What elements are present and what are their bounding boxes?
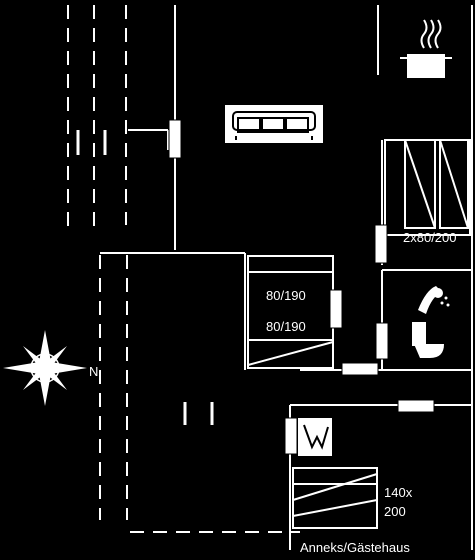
compass-rose-icon (3, 330, 87, 406)
door-markers (168, 119, 435, 455)
stove-pot-icon (400, 19, 452, 78)
toilet-icon (412, 322, 444, 358)
double-bed-frame (384, 139, 471, 236)
annex-caption: Anneks/Gästehaus (300, 540, 410, 555)
annex-bed-size-label-line1: 140x (384, 485, 413, 500)
single-bed-size-label-upper: 80/190 (266, 288, 306, 303)
dashed-wall-lines (67, 5, 300, 533)
single-bed-size-label-lower: 80/190 (266, 319, 306, 334)
single-bed-frames (247, 255, 334, 369)
annex-bed-size-label-line2: 200 (384, 504, 406, 519)
furniture-marks (76, 130, 214, 425)
annex-fixture-icon (298, 418, 332, 456)
sofa-icon (225, 105, 323, 143)
shower-icon (418, 286, 450, 314)
double-bed-size-label: 2x80/200 (403, 230, 457, 245)
compass-north-label: N (89, 364, 98, 379)
annex-bed-frame (292, 467, 378, 529)
walls (100, 5, 473, 550)
